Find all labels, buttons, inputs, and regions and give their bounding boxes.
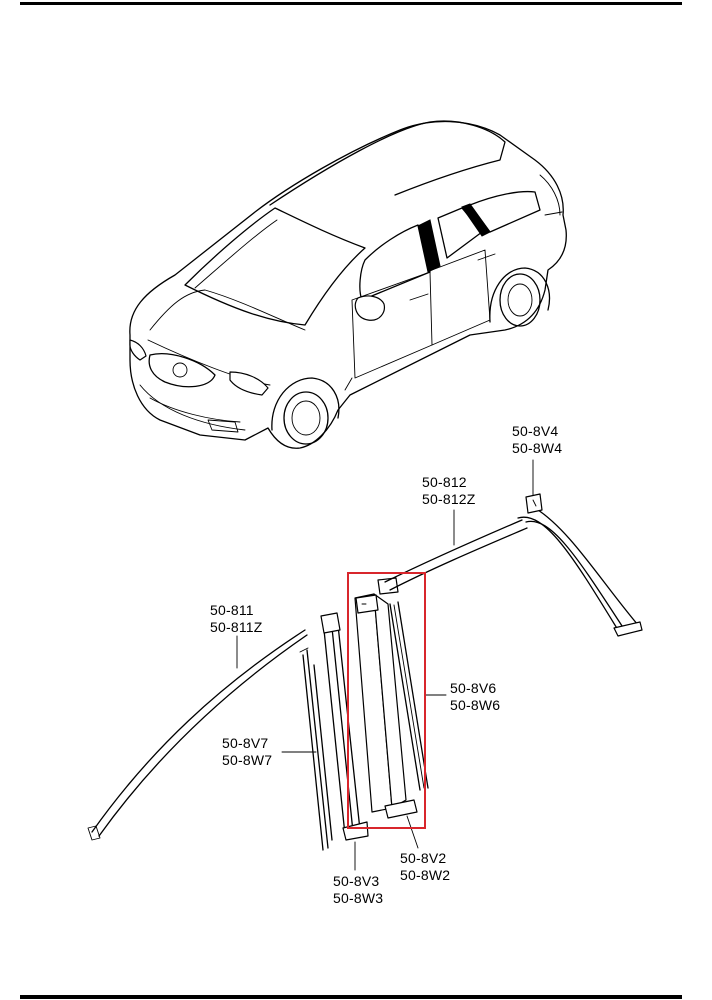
car-body-outline [129,120,567,449]
part-8V6-strip [389,603,421,791]
label-8V6-line2: 50-8W6 [450,697,501,713]
part-8V3-strip [322,619,346,836]
car-rear-wheel [489,267,550,327]
label-8V2-line2: 50-8W2 [400,867,451,883]
part-811-molding [91,629,306,833]
label-8V3-line1: 50-8V3 [333,873,380,889]
label-8V6-line1: 50-8V6 [450,680,497,696]
top-border-rule [20,2,682,5]
label-8V4-line1: 50-8V4 [512,423,559,439]
car-roof [269,120,506,206]
car-b-pillar-black [417,219,441,273]
label-812-line1: 50-812 [422,474,467,490]
car-quarter-window [469,190,541,233]
car-grille [148,353,216,388]
label-8V3-line2: 50-8W3 [333,890,384,906]
label-8V2-line1: 50-8V2 [400,850,447,866]
part-8V2-lower [384,799,418,819]
car-windshield [184,207,366,326]
label-812: 50-812 50-812Z [422,474,476,508]
label-812-line2: 50-812Z [422,491,476,507]
label-8V6: 50-8V6 50-8W6 [450,680,500,714]
label-811-line2: 50-811Z [210,619,263,635]
car-front-bumper [139,384,246,431]
car-front-window [359,224,431,301]
car-headlight-right [229,371,269,396]
car-c-pillar-black [461,203,491,237]
label-8V7: 50-8V7 50-8W7 [222,735,272,769]
label-811: 50-811 50-811Z [210,602,263,636]
part-812-molding [384,519,523,583]
part-8V7-strip [302,654,324,851]
bottom-border-rule [20,995,682,999]
label-811-line1: 50-811 [210,602,254,618]
label-8V7-line2: 50-8W7 [222,752,273,768]
part-8V4-molding [517,516,619,631]
car-front-wheel [271,377,340,445]
label-8V4-line2: 50-8W4 [512,440,563,456]
label-8V2: 50-8V2 50-8W2 [400,850,450,884]
label-8V7-line1: 50-8V7 [222,735,269,751]
label-8V4: 50-8V4 50-8W4 [512,423,562,457]
car-rear-door [431,249,491,346]
vehicle-illustration [129,120,567,449]
label-8V3: 50-8V3 50-8W3 [333,873,383,907]
car-emblem [172,362,188,378]
car-hood [149,289,306,331]
car-headlight-left [129,339,147,361]
highlight-box [347,572,426,829]
parts-exploded-view [87,459,643,871]
car-side-mirror [354,295,385,321]
